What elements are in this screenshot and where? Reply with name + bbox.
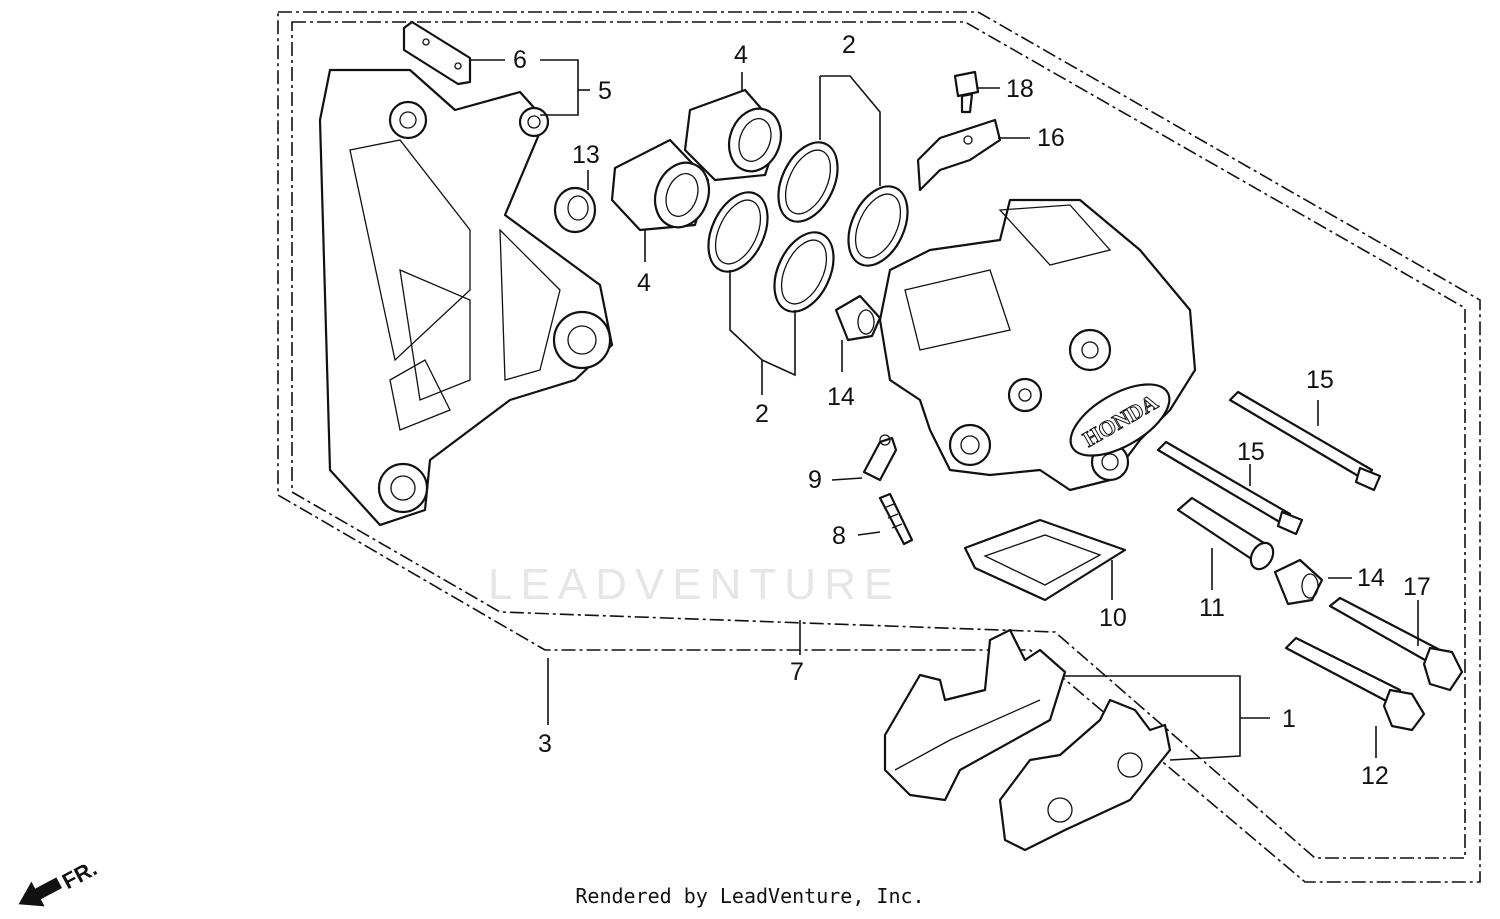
pad-spring <box>963 518 1127 602</box>
label-part-3: 3 <box>538 730 552 758</box>
label-part-2-upper: 2 <box>842 31 856 59</box>
label-part-11: 11 <box>1199 594 1225 622</box>
label-part-16: 16 <box>1037 124 1065 152</box>
bleeder-valve <box>878 492 914 546</box>
label-part-6: 6 <box>513 46 527 74</box>
retainer-clip <box>402 20 472 86</box>
bolt-17 <box>1328 596 1464 692</box>
assembly-7-boundary <box>291 21 1466 859</box>
caliper-body: HONDA <box>878 198 1197 492</box>
leader-lines <box>470 59 1419 761</box>
label-part-4-lower: 4 <box>637 269 651 297</box>
pin-sleeve <box>1176 496 1275 571</box>
label-part-15-lower: 15 <box>1237 438 1265 466</box>
brake-pad-lower <box>998 698 1172 852</box>
label-part-13: 13 <box>572 141 600 169</box>
label-part-17: 17 <box>1403 573 1431 601</box>
caliper-pin-lower <box>1156 440 1304 536</box>
brake-pad-upper <box>883 628 1067 802</box>
bolt-12 <box>1284 636 1426 732</box>
label-part-8: 8 <box>832 522 846 550</box>
label-part-9: 9 <box>808 466 822 494</box>
caliper-bracket <box>318 68 614 527</box>
pin-boot-lower <box>1273 558 1324 606</box>
watermark-logo: LEADVENTURE <box>488 560 902 609</box>
boot-nut <box>553 186 597 234</box>
piston-upper <box>683 88 783 182</box>
piston-lower <box>610 138 711 232</box>
label-part-18: 18 <box>1006 75 1034 103</box>
label-part-15-upper: 15 <box>1306 366 1334 394</box>
pad-spring-plate <box>916 118 1002 192</box>
label-part-14-upper: 14 <box>827 383 855 411</box>
piston-seals <box>707 141 909 313</box>
label-part-5: 5 <box>598 77 612 105</box>
label-part-14-lower: 14 <box>1357 564 1385 592</box>
pin-boot-upper <box>834 294 882 342</box>
bleeder-cap <box>862 434 898 482</box>
footer-credit: Rendered by LeadVenture, Inc. <box>575 884 925 908</box>
label-part-10: 10 <box>1099 604 1127 632</box>
caliper-pin-upper <box>1228 390 1382 492</box>
label-part-4-upper: 4 <box>734 41 748 69</box>
label-part-2-lower: 2 <box>755 400 769 428</box>
label-part-1: 1 <box>1282 705 1296 733</box>
label-part-12: 12 <box>1361 762 1389 790</box>
label-part-7: 7 <box>790 658 804 686</box>
arrow-icon <box>18 877 62 907</box>
bolt-18 <box>953 70 980 114</box>
assembly-3-boundary <box>277 11 1481 883</box>
